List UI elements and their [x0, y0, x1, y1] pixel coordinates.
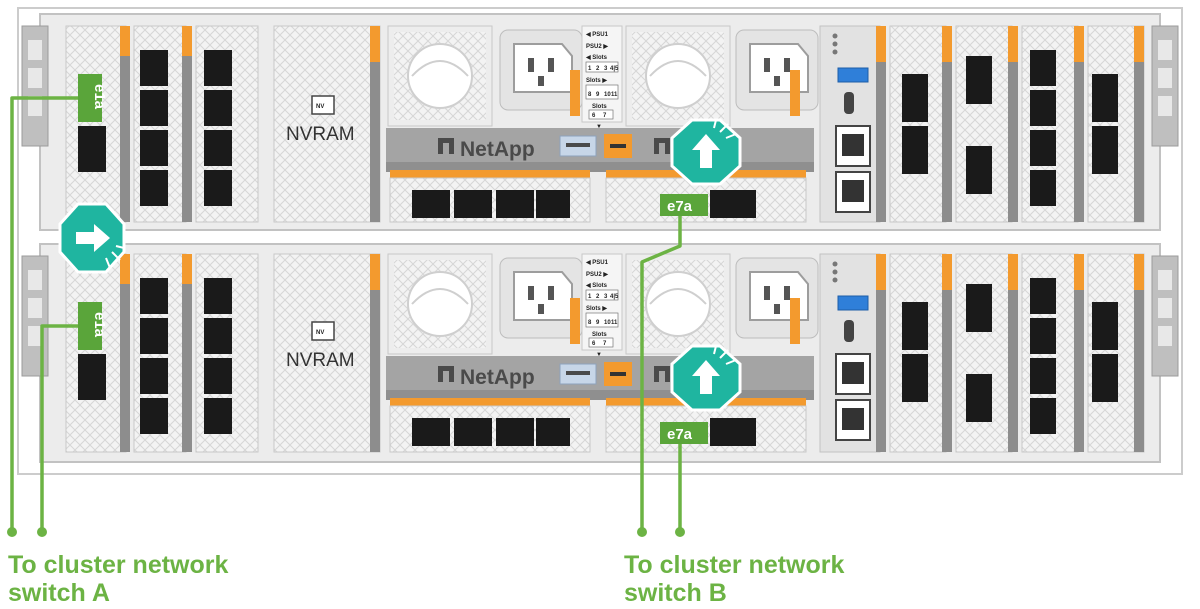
port-e1a-top[interactable]: e1a	[78, 74, 108, 122]
svg-text:6: 6	[592, 113, 596, 119]
cable-end-marker	[637, 527, 647, 537]
svg-text:4|5: 4|5	[610, 66, 619, 72]
svg-text:PSU2 ▶: PSU2 ▶	[586, 271, 608, 278]
nvram-label: NVRAM	[286, 124, 355, 145]
netapp-bar-bottom: NetApp	[386, 356, 814, 400]
psu-legend-panel: ◀ PSU1 PSU2 ▶ ◀ Slots 1 2 3 4|5 Slots ▶ …	[581, 253, 623, 358]
usb-icon	[837, 67, 869, 83]
svg-text:Slots: Slots	[592, 104, 607, 110]
netapp-bar-top: NetApp	[386, 128, 814, 172]
svg-text:1: 1	[588, 66, 592, 72]
svg-text:4|5: 4|5	[610, 294, 619, 300]
cable-end-marker	[37, 527, 47, 537]
svg-text:7: 7	[603, 341, 607, 347]
svg-text:e7a: e7a	[667, 426, 693, 443]
svg-text:2: 2	[596, 294, 600, 300]
svg-text:Slots ▶: Slots ▶	[586, 77, 607, 84]
port-e7a-top[interactable]: e7a	[660, 194, 708, 216]
cable-end-marker	[7, 527, 17, 537]
svg-text:e7a: e7a	[667, 198, 693, 215]
svg-text:3: 3	[604, 294, 608, 300]
svg-text:PSU2 ▶: PSU2 ▶	[586, 43, 608, 50]
cable-bottom-e1a-to-switch-a	[40, 324, 80, 530]
cable-end-marker	[675, 527, 685, 537]
nvram-module-bottom	[273, 253, 381, 453]
cables	[10, 96, 682, 530]
nvram-module-top	[273, 25, 381, 223]
svg-text:3: 3	[604, 66, 608, 72]
caption-switch-b: To cluster network switch B	[624, 551, 845, 607]
netapp-logo-icon	[438, 138, 454, 154]
psu-legend-panel: ◀ PSU1 PSU2 ▶ ◀ Slots 1 2 3 4|5 Slots ▶ …	[581, 25, 623, 130]
svg-text:NV: NV	[316, 330, 324, 336]
svg-text:1: 1	[588, 294, 592, 300]
svg-text:9: 9	[596, 320, 600, 326]
svg-text:◀ Slots: ◀ Slots	[585, 282, 608, 289]
nvram-label: NVRAM	[286, 350, 355, 371]
cable-top-e7a-to-switch-b	[640, 216, 682, 530]
svg-text:8: 8	[588, 320, 592, 326]
brand-label: NetApp	[460, 138, 535, 161]
svg-text:11: 11	[611, 320, 618, 326]
controller-top: NV NVRAM ◀ PSU1 PSU2 ▶ ◀ Slots 1 2 3 4|5…	[21, 13, 1179, 231]
svg-text:11: 11	[611, 92, 618, 98]
svg-text:◀ PSU1: ◀ PSU1	[585, 31, 609, 38]
nv-chip-icon: NV	[311, 95, 335, 115]
svg-text:Slots ▶: Slots ▶	[586, 305, 607, 312]
brand-label: NetApp	[460, 366, 535, 389]
caption-switch-a: To cluster network switch A	[8, 551, 229, 607]
svg-text:7: 7	[603, 113, 607, 119]
svg-text:e1a: e1a	[91, 312, 108, 338]
attention-arrow-icon	[670, 118, 742, 186]
port-e1a-bottom[interactable]: e1a	[78, 302, 108, 350]
svg-text:Slots: Slots	[592, 332, 607, 338]
svg-text:◀ PSU1: ◀ PSU1	[585, 259, 609, 266]
svg-text:2: 2	[596, 66, 600, 72]
port-e7a-bottom[interactable]: e7a	[660, 422, 708, 444]
svg-text:▼: ▼	[596, 124, 602, 130]
svg-text:◀ Slots: ◀ Slots	[585, 54, 608, 61]
svg-text:10: 10	[604, 320, 611, 326]
svg-text:6: 6	[592, 341, 596, 347]
usb-icon	[837, 295, 869, 311]
svg-text:10: 10	[604, 92, 611, 98]
svg-text:9: 9	[596, 92, 600, 98]
svg-text:8: 8	[588, 92, 592, 98]
netapp-logo-icon	[438, 366, 454, 382]
cable-top-e1a-to-switch-a	[10, 96, 80, 530]
attention-arrow-icon	[58, 202, 126, 274]
nv-chip-icon: NV	[311, 321, 335, 341]
nv-badge: NV	[316, 104, 324, 110]
svg-text:▼: ▼	[596, 352, 602, 358]
attention-arrow-icon	[670, 344, 742, 412]
controller-bottom: NV NVRAM ◀ PSU1 PSU2 ▶ ◀ Slots 1 2 3 4|5…	[21, 243, 1179, 463]
svg-text:e1a: e1a	[91, 84, 108, 110]
